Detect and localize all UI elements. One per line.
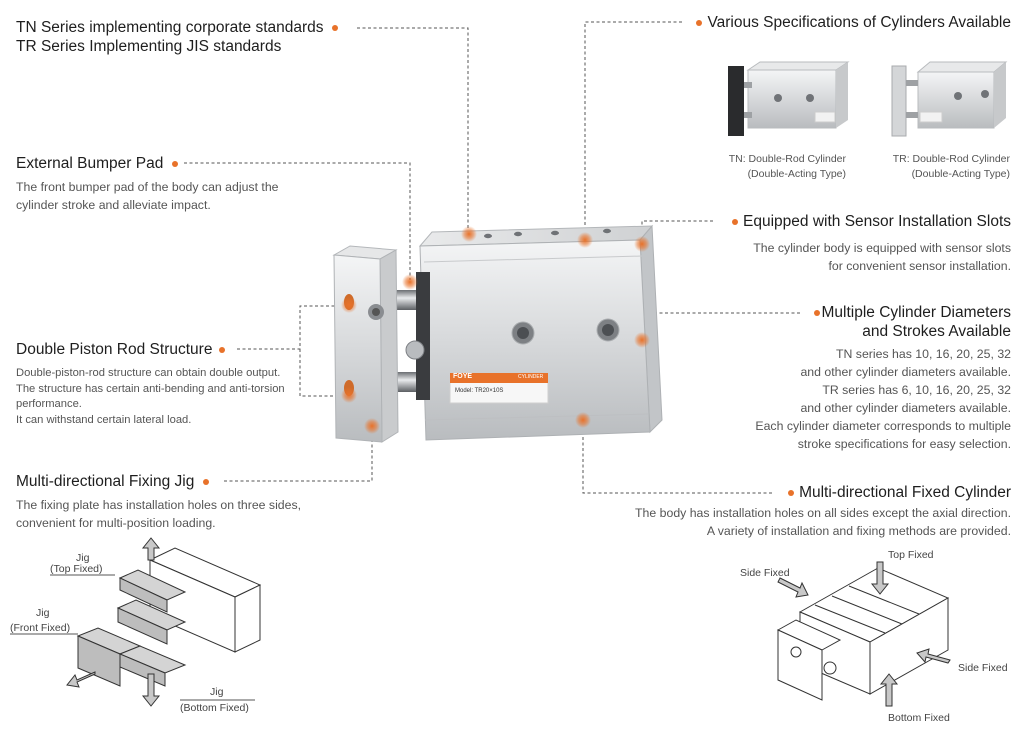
sensor-title: Equipped with Sensor Installation Slots xyxy=(743,213,1011,230)
bumper-desc-line: The front bumper pad of the body can adj… xyxy=(16,180,279,194)
fixed-heading: Multi-directional Fixed Cylinder xyxy=(787,483,1011,502)
jig-label: Jig xyxy=(76,552,90,564)
jig-top-label: (Top Fixed) xyxy=(50,563,103,575)
tn-caption: TN: Double-Rod Cylinder (Double-Acting T… xyxy=(690,152,846,182)
diameter-description: TN series has 10, 16, 20, 25, 32 and oth… xyxy=(755,345,1011,453)
tr-cylinder-image xyxy=(891,61,1008,137)
bullet-icon xyxy=(731,218,738,225)
jig-heading: Multi-directional Fixing Jig xyxy=(16,472,209,491)
diameter-desc-line: Each cylinder diameter corresponds to mu… xyxy=(755,419,1011,433)
bullet-icon xyxy=(202,478,209,485)
diameter-desc-line: TN series has 10, 16, 20, 25, 32 xyxy=(836,347,1011,361)
callout-markers xyxy=(341,226,650,434)
tr-caption-line: TR: Double-Rod Cylinder xyxy=(892,153,1010,165)
fixed-desc-line: A variety of installation and fixing met… xyxy=(706,524,1011,538)
double-rod-desc-line: performance. xyxy=(16,398,82,410)
top-fixed-label: Top Fixed xyxy=(888,549,934,561)
jig-title: Multi-directional Fixing Jig xyxy=(16,473,195,490)
sensor-desc-line: The cylinder body is equipped with senso… xyxy=(753,241,1011,255)
diameter-desc-line: TR series has 6, 10, 16, 20, 25, 32 xyxy=(822,383,1011,397)
label-tag: CYLINDER xyxy=(518,374,544,380)
diameter-desc-line: stroke specifications for easy selection… xyxy=(797,437,1011,451)
bottom-fixed-label: Bottom Fixed xyxy=(888,712,950,724)
bullet-icon xyxy=(787,489,794,496)
side-fixed-label-right: Side Fixed xyxy=(958,662,1008,674)
diameter-title-line: and Strokes Available xyxy=(862,323,1011,340)
bullet-icon xyxy=(814,309,821,316)
bumper-description: The front bumper pad of the body can adj… xyxy=(16,178,279,214)
bumper-desc-line: cylinder stroke and alleviate impact. xyxy=(16,198,211,212)
fixed-title: Multi-directional Fixed Cylinder xyxy=(799,484,1011,501)
diameter-desc-line: and other cylinder diameters available. xyxy=(800,365,1011,379)
sensor-heading: Equipped with Sensor Installation Slots xyxy=(731,212,1011,231)
tr-caption-line: (Double-Acting Type) xyxy=(911,168,1010,180)
double-rod-heading: Double Piston Rod Structure xyxy=(16,340,225,359)
label-model: Model: TR20×10S xyxy=(455,388,504,394)
jig-diagram xyxy=(10,537,262,707)
double-rod-description: Double-piston-rod structure can obtain d… xyxy=(16,366,285,428)
fixed-description: The body has installation holes on all s… xyxy=(635,504,1011,540)
double-rod-title: Double Piston Rod Structure xyxy=(16,341,213,358)
jig-label: Jig xyxy=(36,607,50,619)
various-title: Various Specifications of Cylinders Avai… xyxy=(707,14,1011,31)
jig-description: The fixing plate has installation holes … xyxy=(16,496,301,532)
double-rod-desc-line: It can withstand certain lateral load. xyxy=(16,413,192,426)
fixed-cylinder-diagram xyxy=(776,561,951,707)
diameter-desc-line: and other cylinder diameters available. xyxy=(800,401,1011,415)
tn-caption-line: (Double-Acting Type) xyxy=(747,168,846,180)
jig-bottom-label: (Bottom Fixed) xyxy=(180,702,249,714)
bumper-title: External Bumper Pad xyxy=(16,155,164,172)
bullet-icon xyxy=(218,346,225,353)
jig-desc-line: convenient for multi-position loading. xyxy=(16,516,216,530)
fixed-desc-line: The body has installation holes on all s… xyxy=(635,506,1011,520)
cylinder-product xyxy=(332,224,663,443)
jig-desc-line: The fixing plate has installation holes … xyxy=(16,498,302,512)
various-heading: Various Specifications of Cylinders Avai… xyxy=(696,13,1011,32)
bullet-icon xyxy=(171,160,178,167)
diameter-heading: Multiple Cylinder Diameters and Strokes … xyxy=(814,303,1011,341)
diameter-title-line: Multiple Cylinder Diameters xyxy=(821,304,1011,321)
tn-cylinder-image xyxy=(728,61,850,136)
tn-series-heading: TN Series implementing corporate standar… xyxy=(16,18,338,37)
double-rod-desc-line: Double-piston-rod structure can obtain d… xyxy=(16,367,281,379)
tr-caption: TR: Double-Rod Cylinder (Double-Acting T… xyxy=(856,152,1010,182)
bullet-icon xyxy=(331,24,338,31)
tn-caption-line: TN: Double-Rod Cylinder xyxy=(728,153,846,165)
jig-front-label: (Front Fixed) xyxy=(10,622,71,634)
side-fixed-label-left: Side Fixed xyxy=(740,567,790,579)
double-rod-desc-line: The structure has certain anti-bending a… xyxy=(16,382,285,395)
bullet-icon xyxy=(696,19,703,26)
sensor-description: The cylinder body is equipped with senso… xyxy=(753,239,1011,275)
tr-series-heading: TR Series Implementing JIS standards xyxy=(16,38,282,55)
jig-label: Jig xyxy=(210,686,224,698)
tn-series-text: TN Series implementing corporate standar… xyxy=(16,19,324,36)
bumper-heading: External Bumper Pad xyxy=(16,154,178,173)
sensor-desc-line: for convenient sensor installation. xyxy=(828,259,1011,273)
label-brand: FOYE xyxy=(453,373,473,380)
